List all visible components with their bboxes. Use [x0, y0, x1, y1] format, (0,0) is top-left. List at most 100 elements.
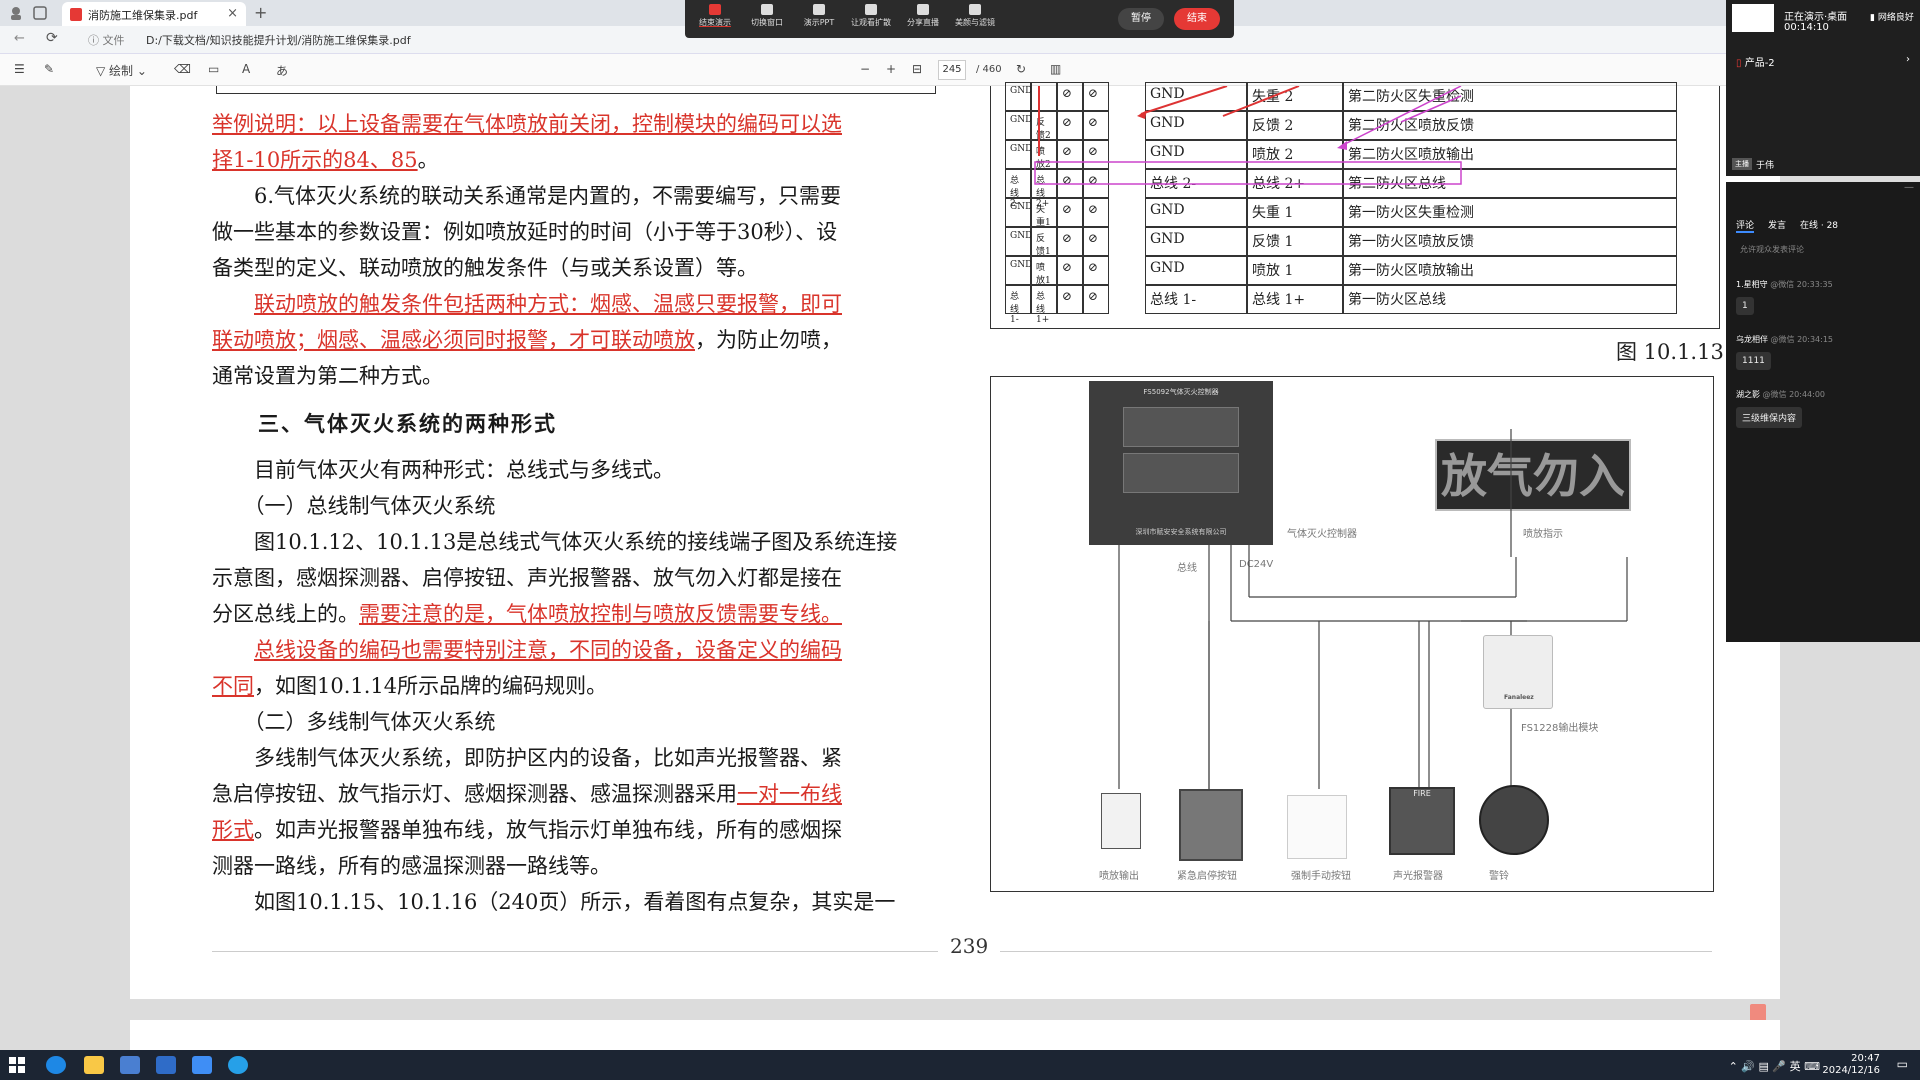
terminal-cell: GND [1005, 82, 1032, 111]
terminal-cell: ⊘ [1057, 256, 1083, 285]
text-line: 形式。如声光报警器单独布线，放气指示灯单独布线，所有的感烟探 [212, 812, 842, 848]
sign-label: 喷放指示 [1523, 529, 1563, 540]
highlight-icon[interactable]: ✎ [44, 62, 55, 76]
page-view-icon[interactable]: ▥ [1050, 62, 1062, 76]
emergency-stop-button [1179, 789, 1243, 861]
recording-control-button[interactable]: 切换窗口 [743, 4, 791, 28]
chat-tab[interactable]: 在线 · 28 [1800, 221, 1839, 231]
highlighted-text: 一对一布线 [737, 782, 842, 806]
draw-button[interactable]: ▽ 绘制 ⌄ [96, 64, 147, 78]
terminal-cell: 喷放 2 [1247, 140, 1343, 169]
zoom-in-button[interactable]: + [886, 62, 897, 76]
body-text: 如图10.1.15、10.1.16（240页）所示，看着图有点复杂，其实是一 [212, 890, 896, 914]
windows-start-icon[interactable] [8, 1056, 28, 1074]
recording-control-button[interactable]: 结束演示 [691, 4, 739, 28]
rotate-icon[interactable]: ↻ [1016, 62, 1027, 76]
comment-text: 1111 [1736, 352, 1771, 370]
controller-display [1123, 407, 1239, 447]
end-button[interactable]: 结束 [1174, 8, 1220, 30]
terminal-cell: 总线 1- [1145, 285, 1247, 314]
edge-browser-icon[interactable] [46, 1056, 66, 1074]
pdf-toolbar: ☰ ✎ ▽ 绘制 ⌄ ⌫ ▭ A あ − + ⊟ 245 / 460 ↻ ▥ [0, 54, 1920, 86]
mail-icon[interactable] [156, 1056, 176, 1074]
browser-profile-icon[interactable] [8, 5, 58, 21]
notification-icon[interactable]: ▭ [1896, 1057, 1908, 1071]
text-line: 如图10.1.15、10.1.16（240页）所示，看着图有点复杂，其实是一 [212, 884, 895, 920]
product-link[interactable]: ▯ 产品-2› [1736, 54, 1910, 69]
eraser-icon[interactable]: ⌫ [174, 62, 191, 76]
device-label: 警铃 [1489, 871, 1509, 882]
module-label: FS1228输出模块 [1521, 723, 1599, 734]
terminal-cell: 失重 1 [1247, 198, 1343, 227]
close-tab-icon[interactable]: × [227, 6, 238, 21]
outline-icon[interactable]: ☰ [14, 62, 25, 76]
system-tray[interactable]: ⌃ 🔊 ▤ 🎤 英 ⌨ [1728, 1060, 1820, 1073]
control-icon [761, 4, 773, 15]
fit-page-icon[interactable]: ⊟ [912, 62, 923, 76]
release-output-device [1101, 793, 1141, 849]
body-text: 备类型的定义、联动喷放的触发条件（与或关系设置）等。 [212, 256, 758, 280]
page-total: / 460 [976, 64, 1002, 75]
network-status: ▮ 网络良好 [1870, 13, 1914, 23]
new-tab-button[interactable]: + [254, 3, 268, 22]
terminal-cell: ⊘ [1083, 140, 1109, 169]
text-line: 示意图，感烟探测器、启停按钮、声光报警器、放气勿入灯都是接在 [212, 560, 842, 596]
comment-text: 三级维保内容 [1736, 407, 1803, 428]
translate-icon[interactable]: あ [276, 64, 289, 78]
text-line: 做一些基本的参数设置：例如喷放延时的时间（小于等于30秒）、设 [212, 214, 837, 250]
meeting-app-icon[interactable] [228, 1056, 248, 1074]
read-aloud-icon[interactable]: A [242, 62, 251, 76]
terminal-cell: GND [1145, 256, 1247, 285]
comment-user: 湖之影 [1736, 390, 1763, 399]
file-explorer-icon[interactable] [84, 1056, 104, 1074]
text-line: 联动喷放的触发条件包括两种方式：烟感、温感只要报警，即可 [212, 286, 842, 322]
terminal-cell: 喷放1 [1031, 256, 1057, 286]
reload-icon[interactable]: ⟳ [46, 30, 58, 46]
comment-meta: @微信 20:44:00 [1762, 390, 1826, 399]
address-bar: ← ⟳ ⓘ 文件 D:/下载文档/知识技能提升计划/消防施工维保集录.pdf [0, 26, 1920, 54]
recording-control-button[interactable]: 演示PPT [795, 4, 843, 28]
comment-item: 湖之影 @微信 20:44:00 三级维保内容 [1736, 382, 1916, 428]
text-line: （二）多线制气体灭火系统 [212, 704, 496, 740]
minimize-icon[interactable]: — [1904, 182, 1914, 193]
url-text[interactable]: D:/下载文档/知识技能提升计划/消防施工维保集录.pdf [146, 34, 411, 47]
recording-control-button[interactable]: 美颜与滤镜 [951, 4, 999, 28]
text-box-icon[interactable]: ▭ [208, 62, 220, 76]
control-label: 分享直播 [907, 18, 939, 27]
body-text: 。 [417, 148, 439, 172]
recording-control-button[interactable]: 让观看扩散 [847, 4, 895, 28]
chat-tab[interactable]: 评论 [1736, 218, 1755, 233]
comment-user: 1.星相守 [1736, 280, 1771, 289]
system-diagram: FS5092气体灭火控制器 深圳市赋安安全系统有限公司 气体灭火控制器 放气勿入… [990, 376, 1714, 892]
comment-meta: @微信 20:34:15 [1770, 335, 1834, 344]
tab-title: 消防施工维保集录.pdf [88, 9, 198, 22]
app-icon[interactable] [192, 1056, 212, 1074]
text-line: 择1-10所示的84、85。 [212, 142, 439, 178]
controller-title: FS5092气体灭火控制器 [1143, 388, 1219, 396]
terminal-cell: 第二防火区失重检测 [1343, 82, 1677, 111]
controller-keypad [1123, 453, 1239, 493]
browser-tab-active[interactable]: 消防施工维保集录.pdf × [62, 2, 246, 26]
page-number-input[interactable]: 245 [938, 60, 966, 80]
text-line: 6.气体灭火系统的联动关系通常是内置的，不需要编写，只需要 [212, 178, 841, 214]
store-icon[interactable] [120, 1056, 140, 1074]
recording-control-button[interactable]: 分享直播 [899, 4, 947, 28]
live-status-panel: 正在演示·桌面 00:14:10 ▮ 网络良好 ▯ 产品-2› 主播 于伟 [1726, 0, 1920, 176]
device-label: 紧急启停按钮 [1177, 871, 1237, 882]
pause-button[interactable]: 暂停 [1118, 8, 1164, 30]
pdf-corner-icon[interactable] [1750, 1004, 1766, 1022]
chat-tab[interactable]: 发言 [1768, 221, 1787, 231]
file-info-chip[interactable]: ⓘ 文件 [88, 34, 125, 47]
zoom-out-button[interactable]: − [860, 62, 871, 76]
text-line: 目前气体灭火有两种形式：总线式与多线式。 [212, 452, 674, 488]
terminal-cell: GND [1005, 227, 1032, 256]
terminal-cell: ⊘ [1083, 198, 1109, 227]
terminal-cell: ⊘ [1083, 256, 1109, 285]
terminal-cell: 反馈 1 [1247, 227, 1343, 256]
live-status: 正在演示·桌面 [1784, 12, 1848, 23]
back-arrow-icon[interactable]: ← [14, 31, 25, 46]
highlighted-text: 总线设备的编码也需要特别注意，不同的设备，设备定义的编码 [254, 638, 842, 662]
